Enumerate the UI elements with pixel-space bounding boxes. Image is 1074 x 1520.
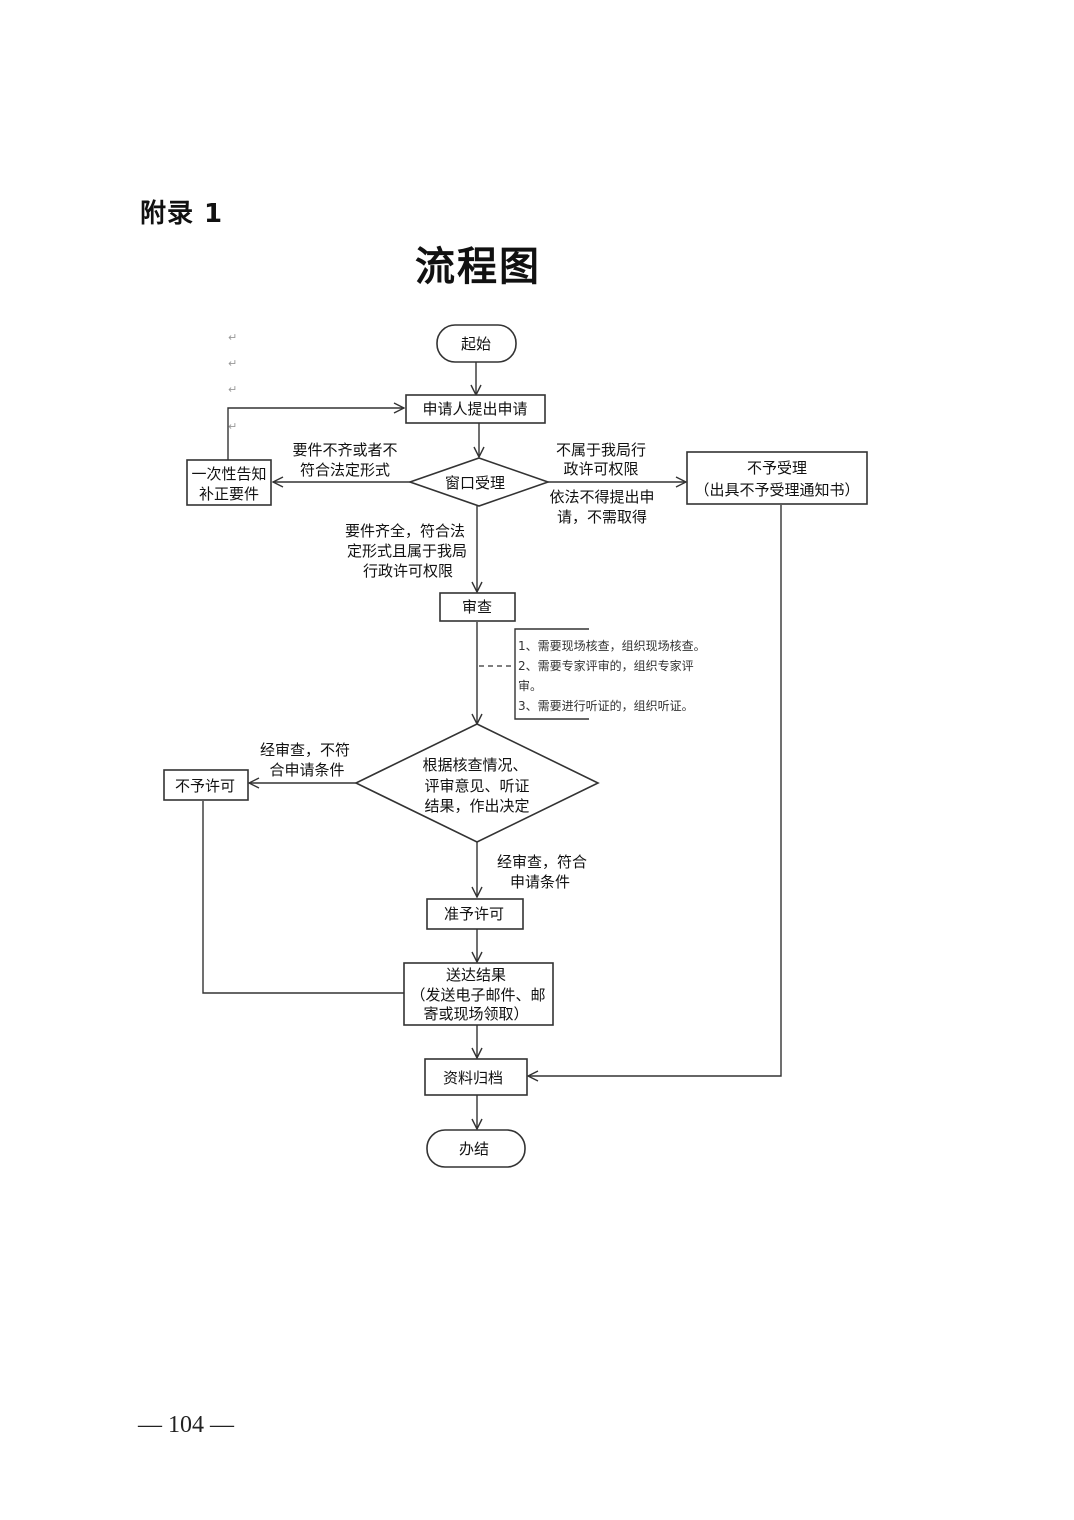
review-note-line-3: 审。 xyxy=(518,678,542,693)
node-deliver-line-2: （发送电子邮件、邮 xyxy=(410,986,545,1004)
node-notify-line-1: 一次性告知 xyxy=(191,465,266,483)
node-window: 窗口受理 xyxy=(407,457,551,507)
node-archive: 资料归档 xyxy=(424,1058,528,1096)
page-number: — 104 — xyxy=(138,1412,234,1438)
node-end: 办结 xyxy=(426,1129,526,1168)
review-note-line-2: 2、需要专家评审的，组织专家评 xyxy=(518,658,694,673)
node-reject: 不予受理 （出具不予受理通知书） xyxy=(686,451,868,505)
paragraph-marks: ↵ ↵ ↵ ↵ xyxy=(228,331,237,433)
label-incomplete-line-2: 符合法定形式 xyxy=(300,461,390,479)
appendix-label: 附录 1 xyxy=(140,199,224,229)
label-not-qualified-line-1: 经审查，不符 xyxy=(260,741,350,759)
edge-notify-apply xyxy=(227,408,404,462)
page-title: 流程图 xyxy=(415,243,541,290)
label-qualified: 经审查，符合 申请条件 xyxy=(497,853,587,891)
node-notify-line-2: 补正要件 xyxy=(199,485,259,503)
label-qualified-line-2: 申请条件 xyxy=(510,873,570,891)
svg-text:↵: ↵ xyxy=(228,331,237,344)
svg-text:↵: ↵ xyxy=(228,383,237,396)
label-not-required-line-1: 依法不得提出申 xyxy=(549,488,654,506)
node-archive-label: 资料归档 xyxy=(443,1069,503,1087)
label-not-authority: 不属于我局行 政许可权限 xyxy=(556,441,646,478)
label-not-authority-line-1: 不属于我局行 xyxy=(556,441,646,459)
node-end-label: 办结 xyxy=(459,1140,489,1158)
node-decide-line-3: 结果，作出决定 xyxy=(424,797,529,815)
node-notify: 一次性告知 补正要件 xyxy=(186,459,272,506)
review-note-line-1: 1、需要现场核查，组织现场核查。 xyxy=(518,639,706,653)
svg-text:↵: ↵ xyxy=(228,357,237,370)
label-complete-line-2: 定形式且属于我局 xyxy=(347,542,467,560)
review-note-line-4: 3、需要进行听证的，组织听证。 xyxy=(518,698,694,713)
node-apply-label: 申请人提出申请 xyxy=(422,400,527,418)
node-deny-label: 不予许可 xyxy=(175,777,235,795)
label-not-qualified: 经审查，不符 合申请条件 xyxy=(260,741,350,779)
edge-deny-deliver xyxy=(202,801,404,994)
node-decide: 根据核查情况、 评审意见、听证 结果，作出决定 xyxy=(354,723,600,843)
label-complete-line-3: 行政许可权限 xyxy=(363,562,453,580)
node-deliver-line-3: 寄或现场领取） xyxy=(423,1005,528,1023)
node-apply: 申请人提出申请 xyxy=(405,394,546,424)
node-reject-line-2: （出具不予受理通知书） xyxy=(694,481,859,499)
node-reject-line-1: 不予受理 xyxy=(747,459,807,477)
label-complete: 要件齐全，符合法 定形式且属于我局 行政许可权限 xyxy=(345,522,467,580)
node-window-label: 窗口受理 xyxy=(445,474,505,492)
node-deliver-line-1: 送达结果 xyxy=(446,966,506,984)
review-note: 1、需要现场核查，组织现场核查。 2、需要专家评审的，组织专家评 审。 3、需要… xyxy=(514,628,706,720)
node-review-label: 审查 xyxy=(462,598,492,616)
label-not-qualified-line-2: 合申请条件 xyxy=(269,761,344,779)
node-deny: 不予许可 xyxy=(163,769,249,801)
svg-text:↵: ↵ xyxy=(228,420,237,433)
label-incomplete-line-1: 要件不齐或者不 xyxy=(292,441,397,459)
node-decide-line-1: 根据核查情况、 xyxy=(422,756,527,774)
label-not-required: 依法不得提出申 请，不需取得 xyxy=(549,488,654,526)
label-not-required-line-2: 请，不需取得 xyxy=(557,508,647,526)
node-grant: 准予许可 xyxy=(426,898,524,930)
edge-reject-archive xyxy=(528,505,782,1076)
node-grant-label: 准予许可 xyxy=(444,905,504,923)
label-qualified-line-1: 经审查，符合 xyxy=(497,853,587,871)
edges xyxy=(202,362,782,1129)
node-start-label: 起始 xyxy=(461,335,491,353)
node-decide-line-2: 评审意见、听证 xyxy=(424,777,529,795)
label-incomplete: 要件不齐或者不 符合法定形式 xyxy=(292,441,397,479)
node-review: 审查 xyxy=(439,592,516,622)
node-deliver: 送达结果 （发送电子邮件、邮 寄或现场领取） xyxy=(403,962,554,1026)
label-not-authority-line-2: 政许可权限 xyxy=(563,460,638,478)
label-complete-line-1: 要件齐全，符合法 xyxy=(345,522,465,540)
node-start: 起始 xyxy=(436,324,517,363)
